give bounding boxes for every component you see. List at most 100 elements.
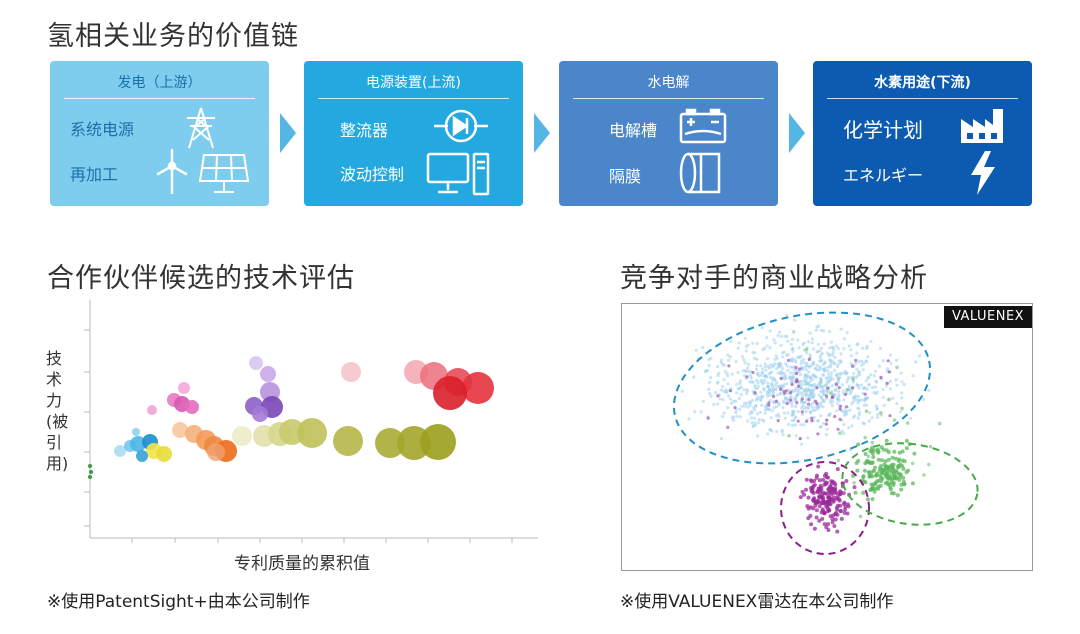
scatter-dot: [861, 368, 865, 372]
scatter-dot: [847, 426, 851, 430]
scatter-dot: [870, 445, 874, 449]
scatter-dot: [854, 358, 858, 362]
scatter-dot: [784, 389, 788, 393]
scatter-dot: [895, 365, 899, 370]
scatter-dot: [819, 346, 823, 350]
scatter-dot: [876, 457, 881, 462]
scatter-dot: [761, 367, 765, 371]
scatter-dot: [908, 416, 913, 420]
scatter-dot: [889, 353, 893, 357]
scatter-dot: [863, 386, 867, 390]
scatter-dot: [899, 487, 904, 492]
scatter-dot: [800, 406, 804, 410]
scatter-dot: [799, 391, 803, 395]
scatter-dot: [804, 410, 808, 414]
scatter-dot: [819, 414, 823, 418]
scatter-dot: [729, 397, 733, 401]
scatter-dot: [844, 479, 849, 483]
scatter-dot: [766, 394, 770, 398]
scatter-dot: [845, 380, 849, 384]
scatter-dot: [801, 412, 805, 416]
scatter-dot: [826, 369, 830, 373]
scatter-dot: [876, 412, 880, 417]
scatter-dot: [862, 468, 867, 473]
scatter-dot: [837, 386, 841, 390]
membrane-roll-icon: [679, 152, 721, 194]
scatter-dot: [771, 376, 775, 380]
scatter-dot: [755, 367, 759, 371]
scatter-dot: [825, 389, 829, 393]
scatter-dot: [737, 341, 741, 345]
scatter-dot: [870, 469, 875, 474]
scatter-dot: [768, 393, 772, 397]
scatter-dot: [836, 377, 840, 381]
scatter-dot: [879, 475, 883, 480]
scatter-dot: [800, 382, 804, 386]
scatter-dot: [864, 359, 868, 363]
scatter-dot: [825, 418, 829, 422]
scatter-dot: [856, 416, 860, 420]
scatter-dot: [899, 482, 904, 487]
power-tower-icon: [187, 107, 215, 149]
scatter-dot: [790, 358, 794, 362]
scatter-dot: [796, 419, 800, 423]
scatter-dot: [790, 413, 794, 417]
scatter-dot: [722, 390, 726, 394]
scatter-dot: [822, 398, 826, 402]
scatter-dot: [748, 412, 752, 416]
scatter-dot: [785, 382, 789, 386]
scatter-dot: [769, 416, 773, 420]
scatter-dot: [842, 432, 846, 436]
scatter-dot: [850, 424, 854, 428]
competitor-title: 竞争对手的商业战略分析: [620, 263, 928, 294]
scatter-dot: [826, 495, 831, 500]
scatter-dot: [770, 409, 774, 413]
scatter-dot: [823, 366, 827, 371]
scatter-dot: [866, 454, 871, 459]
scatter-dot: [815, 368, 820, 372]
scatter-dot: [866, 355, 870, 359]
scatter-dot: [775, 405, 779, 409]
scatter-dot: [811, 360, 815, 364]
scatter-dot: [794, 358, 798, 362]
scatter-dot: [812, 415, 816, 419]
scatter-dot: [826, 522, 831, 527]
scatter-dot: [821, 373, 825, 377]
scatter-dot: [869, 449, 874, 454]
scatter-dot: [864, 409, 869, 414]
scatter-dot: [719, 388, 723, 392]
chart-axes: [84, 300, 538, 543]
scatter-dot: [826, 381, 830, 385]
scatter-dot: [855, 343, 859, 347]
scatter-dot: [779, 387, 783, 391]
scatter-dot: [714, 390, 718, 395]
scatter-dot: [874, 473, 879, 478]
scatter-dot: [836, 347, 840, 351]
scatter-dot: [726, 353, 730, 357]
chain-divider: [827, 98, 1018, 99]
chain-header: 水电解: [647, 75, 690, 91]
bubble: [249, 356, 263, 370]
scatter-dot: [726, 394, 731, 398]
scatter-dot: [799, 423, 803, 427]
scatter-dot: [809, 404, 813, 408]
scatter-dot: [757, 421, 761, 425]
scatter-dot: [856, 442, 861, 447]
scatter-dot: [726, 406, 730, 410]
scatter-dot: [857, 411, 862, 415]
scatter-dot: [937, 421, 942, 426]
scatter-dot: [842, 337, 846, 341]
scatter-dot: [765, 390, 770, 394]
scatter-dot: [771, 365, 775, 369]
scatter-dot: [755, 397, 759, 401]
scatter-dot: [777, 403, 781, 407]
scatter-dot: [878, 346, 883, 351]
scatter-dot: [849, 362, 853, 366]
scatter-dot: [830, 359, 834, 363]
scatter-dot: [763, 378, 767, 382]
scatter-dot: [814, 328, 818, 332]
scatter-dot: [767, 384, 771, 388]
scatter-dot: [822, 421, 826, 425]
scatter-dot: [761, 418, 765, 422]
scatter-dot: [709, 376, 713, 380]
